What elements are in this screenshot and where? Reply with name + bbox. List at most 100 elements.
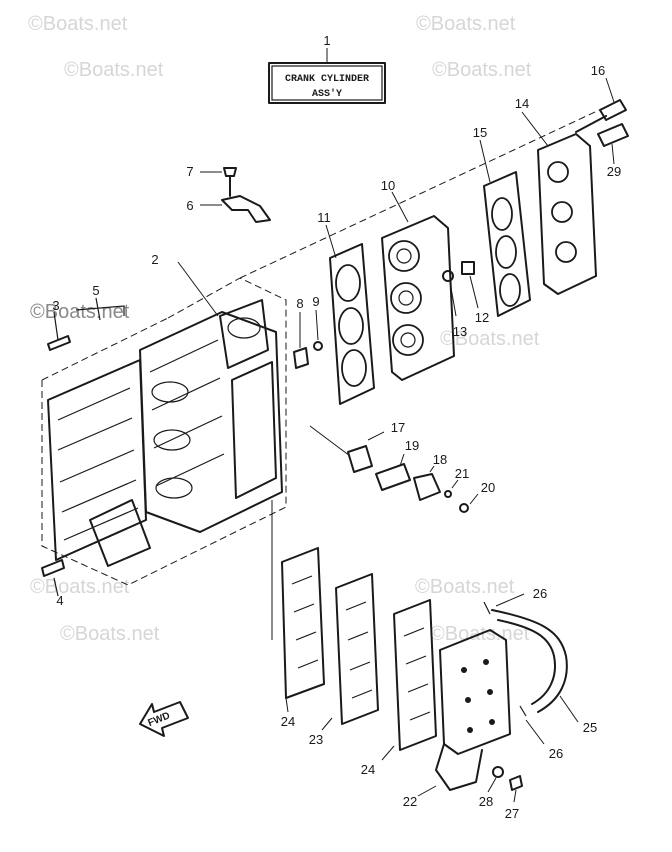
spark-plug-assembly <box>575 77 629 165</box>
callout-17: 17 <box>391 420 405 435</box>
watermark-mid-right: ©Boats.net <box>440 328 540 350</box>
fwd-arrow-icon <box>139 701 189 737</box>
callout-12: 12 <box>475 310 489 325</box>
leader-13 <box>449 281 457 317</box>
hose-25-lower <box>497 619 556 705</box>
head-cover-14 <box>537 133 597 295</box>
callout-23: 23 <box>309 732 323 747</box>
hose-25-upper <box>491 609 568 713</box>
gasket-15 <box>483 171 531 317</box>
gasket-24-lower-ports <box>403 627 431 721</box>
bolt-4 <box>41 559 65 577</box>
cover-bolt-hole-6 <box>489 719 495 725</box>
gasket-11-bore-1 <box>335 264 361 302</box>
callout-13: 13 <box>453 324 467 339</box>
leader-26-lower <box>525 719 545 745</box>
gasket-19 <box>375 463 411 491</box>
leader-24-upper <box>285 697 289 713</box>
leader-12 <box>469 275 479 309</box>
callout-22: 22 <box>403 794 417 809</box>
callout-3: 3 <box>52 298 59 313</box>
leader-3 <box>53 311 59 341</box>
leader-11 <box>325 224 337 259</box>
leader-28 <box>487 777 497 793</box>
gasket-11-bore-3 <box>341 349 367 387</box>
spark-plug-29 <box>597 123 629 147</box>
callout-19: 19 <box>405 438 419 453</box>
gasket-11 <box>329 243 375 405</box>
leader-16 <box>605 77 615 103</box>
leader-14 <box>521 111 549 147</box>
gasket-24-upper-ports <box>291 575 319 669</box>
exhaust-plate-23-ports <box>345 601 373 699</box>
thermostat-17 <box>347 445 373 473</box>
exhaust-cover-22 <box>439 629 511 755</box>
callout-14: 14 <box>515 96 529 111</box>
cover-bolt-hole-5 <box>467 727 473 733</box>
bore-3 <box>155 477 193 499</box>
bolt-16-shank <box>575 115 607 133</box>
exhaust-cover-22-lower <box>435 743 483 791</box>
cover-bolt-hole-2 <box>483 659 489 665</box>
crankcase-lower-boss <box>89 499 151 567</box>
assembly-outline <box>41 104 611 586</box>
clamp-26-lower <box>519 705 527 717</box>
leader-27 <box>513 789 517 803</box>
crankcase-block <box>47 261 283 567</box>
leader-5 <box>75 297 125 321</box>
head-cover-boss-2 <box>551 201 573 223</box>
callout-9: 9 <box>312 294 319 309</box>
leader-26-upper <box>495 593 525 607</box>
title-box-line2: ASS'Y <box>312 88 342 100</box>
watermark-top-left: ©Boats.net <box>28 13 128 35</box>
head-cover <box>521 111 597 295</box>
plug-12 <box>461 261 475 275</box>
cylinder-head-gasket <box>325 224 375 405</box>
callout-5: 5 <box>92 283 99 298</box>
callout-28: 28 <box>479 794 493 809</box>
leader-19 <box>399 453 405 467</box>
assembly-dashed-box <box>41 277 287 586</box>
leader-9 <box>315 309 319 341</box>
cylinder-head <box>381 191 455 381</box>
small-parts-upper <box>293 261 479 369</box>
cover-bolt-hole-1 <box>461 667 467 673</box>
clamp-assembly <box>200 167 271 223</box>
bolt-7-head <box>223 167 237 177</box>
callout-26-upper: 26 <box>533 586 547 601</box>
watermarks: ©Boats.net ©Boats.net ©Boats.net ©Boats.… <box>28 13 540 645</box>
thermostat-axis-line <box>309 425 351 457</box>
head-chamber-1-inner <box>396 248 412 264</box>
bolt-3 <box>47 335 71 351</box>
crankcase-ribs <box>57 387 139 541</box>
watermark-upper-right: ©Boats.net <box>432 59 532 81</box>
leader-24-lower <box>381 745 395 761</box>
watermark-top-right: ©Boats.net <box>416 13 516 35</box>
leader-4 <box>53 577 59 597</box>
bolts-left <box>41 297 125 597</box>
bolt-20 <box>459 503 469 513</box>
cover-18 <box>413 473 441 501</box>
leader-18 <box>429 465 435 473</box>
head-chamber-3-inner <box>400 332 416 348</box>
callout-20: 20 <box>481 480 495 495</box>
callout-25: 25 <box>583 720 597 735</box>
callout-10: 10 <box>381 178 395 193</box>
crankcase-half-front <box>47 359 147 561</box>
callout-16: 16 <box>591 63 605 78</box>
head-chamber-3 <box>392 324 424 356</box>
gasket-15-hole-1 <box>491 197 513 231</box>
callout-26-lower: 26 <box>549 746 563 761</box>
clamp-6 <box>221 195 271 223</box>
bore-2 <box>153 429 191 451</box>
head-chamber-2 <box>390 282 422 314</box>
callout-24-lower: 24 <box>361 762 375 777</box>
gasket-15-hole-3 <box>499 273 521 307</box>
cylinder-top-boss <box>219 299 269 369</box>
callout-21: 21 <box>455 466 469 481</box>
callout-11: 11 <box>317 210 331 225</box>
bolt-27 <box>509 775 523 791</box>
thermostat-assembly <box>309 425 479 513</box>
head-cover-boss-1 <box>547 161 569 183</box>
